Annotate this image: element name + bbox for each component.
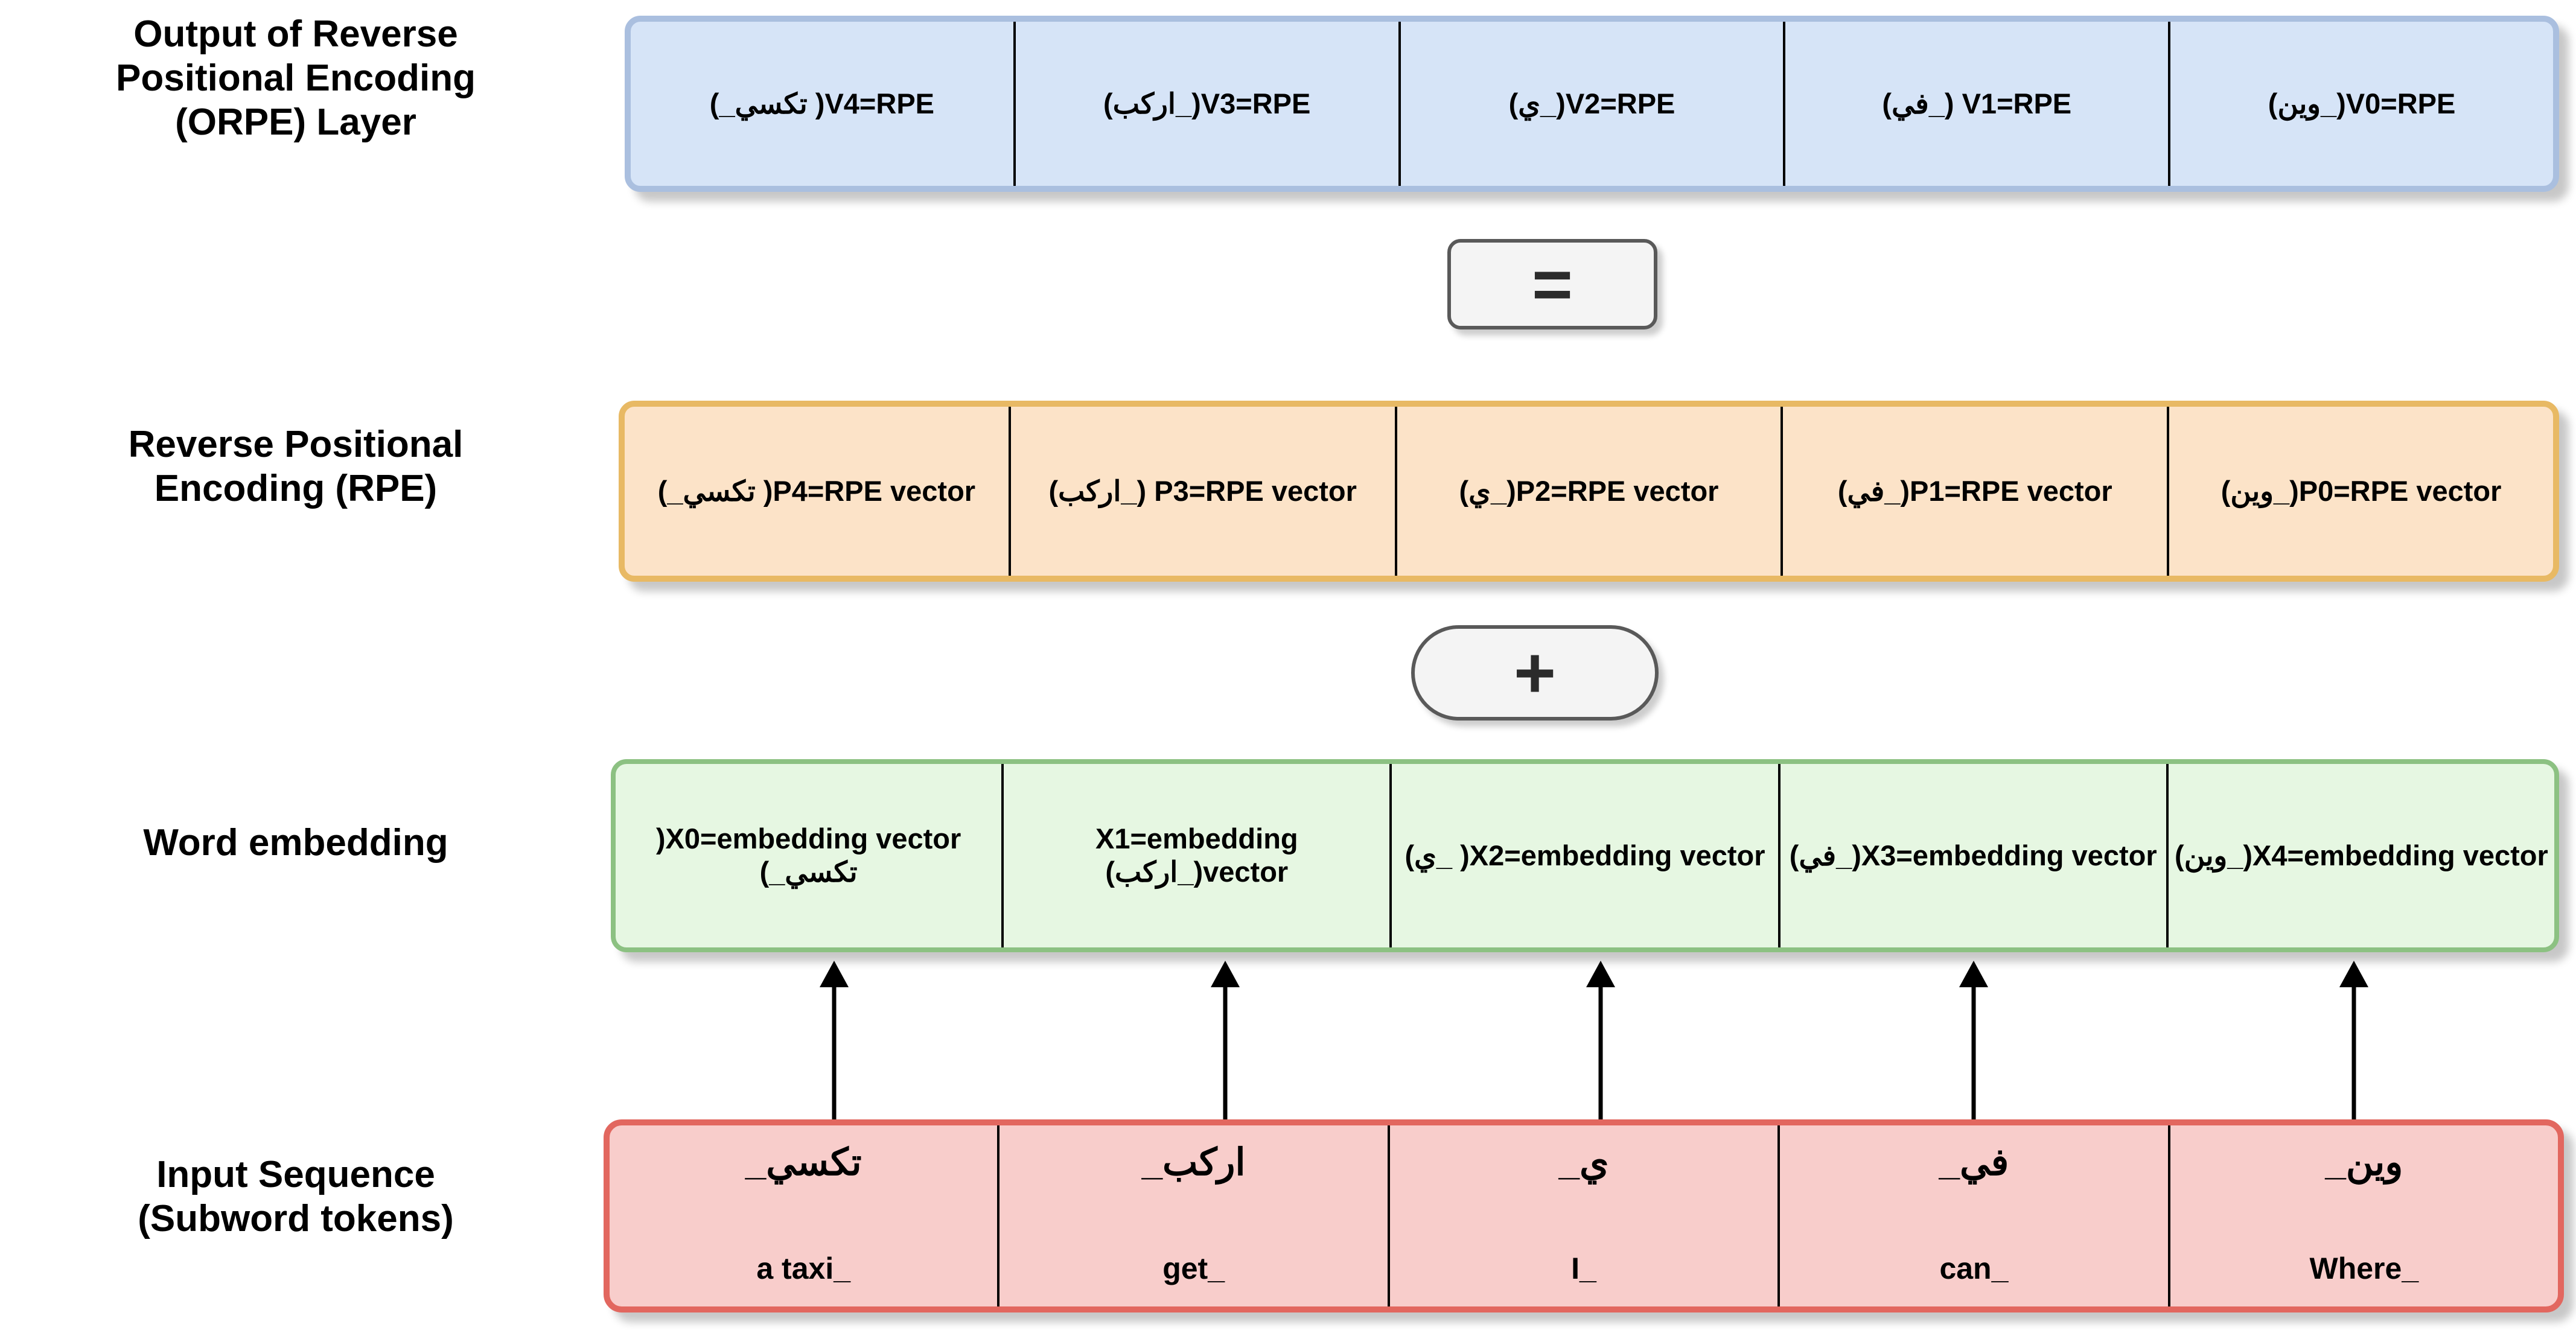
arrow-up-token-4 <box>2339 961 2368 1122</box>
rpe-cell-p0-text: P0=RPE vector(‎_وين‎) <box>2221 474 2502 507</box>
arrow-up-token-3 <box>1959 961 1988 1122</box>
orpe-output-row: V4=RPE( ‎تكسي_‎) V3=RPE(‎_اركب‎) V2=RPE(… <box>625 16 2559 192</box>
orpe-cell-v4-text: V4=RPE( ‎تكسي_‎) <box>709 87 935 119</box>
embedding-cell-x3[interactable]: X3=embedding vector(‎_في‎) <box>1777 764 2166 947</box>
equals-operator-badge: = <box>1447 239 1657 329</box>
word-embedding-row: X0=embedding vector( ‎تكسي_‎) X1=embeddi… <box>611 759 2559 952</box>
arrow-up-token-0 <box>820 961 849 1122</box>
embedding-label-line1: Word embedding <box>143 822 448 864</box>
embedding-cell-x0-text: X0=embedding vector( ‎تكسي_‎) <box>655 822 961 888</box>
input-cell-4[interactable]: وين_ Where_ <box>2167 1125 2558 1306</box>
input-cell-3[interactable]: في_ can_ <box>1777 1125 2167 1306</box>
embedding-cell-x3-text: X3=embedding vector(‎_في‎) <box>1789 839 2157 871</box>
input-cell-0-english: a taxi_ <box>756 1252 851 1285</box>
input-cell-2-arabic: ي_ <box>1558 1142 1609 1183</box>
orpe-cell-v1-text: V1=RPE (‎_في‎) <box>1882 87 2072 119</box>
orpe-label-line3: (ORPE) Layer <box>175 101 416 144</box>
orpe-cell-v3[interactable]: V3=RPE(‎_اركب‎) <box>1013 22 1398 186</box>
input-cell-3-english: can_ <box>1939 1252 2009 1285</box>
input-label-line2: (Subword tokens) <box>138 1198 454 1240</box>
rpe-cell-p3-text: P3=RPE vector (‎_اركب‎) <box>1048 474 1357 507</box>
orpe-label-line1: Output of Reverse <box>133 13 458 55</box>
orpe-cell-v2-text: V2=RPE(‎_ي‎) <box>1508 87 1675 119</box>
rpe-cell-p2[interactable]: P2=RPE vector(‎_ي‎) <box>1394 407 1781 576</box>
rpe-cell-p3[interactable]: P3=RPE vector (‎_اركب‎) <box>1008 407 1395 576</box>
input-cell-1[interactable]: اركب_ get_ <box>997 1125 1387 1306</box>
embedding-cell-x1[interactable]: X1=embedding vector(‎_اركب‎) <box>1001 764 1389 947</box>
embedding-cell-x0[interactable]: X0=embedding vector( ‎تكسي_‎) <box>616 764 1001 947</box>
input-cell-2[interactable]: ي_ I_ <box>1387 1125 1777 1306</box>
orpe-label-line2: Positional Encoding <box>116 57 476 100</box>
rpe-cell-p1[interactable]: P1=RPE vector(‎_في‎) <box>1781 407 2167 576</box>
rpe-cell-p1-text: P1=RPE vector(‎_في‎) <box>1837 474 2112 507</box>
input-cell-1-english: get_ <box>1162 1252 1225 1285</box>
rpe-label-line1: Reverse Positional <box>128 424 464 465</box>
embedding-cell-x2-text: X2=embedding vector( ‎_ي‎) <box>1404 839 1765 871</box>
embedding-cell-x1-text: X1=embedding vector(‎_اركب‎) <box>1095 822 1298 888</box>
rpe-cell-p4-text: P4=RPE vector( ‎تكسي_‎) <box>657 474 976 507</box>
rpe-label-line2: Encoding (RPE) <box>154 468 438 510</box>
orpe-cell-v1[interactable]: V1=RPE (‎_في‎) <box>1783 22 2168 186</box>
embedding-cell-x4[interactable]: X4=embedding vector(‎_وين‎) <box>2166 764 2554 947</box>
embedding-cell-x2[interactable]: X2=embedding vector( ‎_ي‎) <box>1389 764 1777 947</box>
input-cell-2-english: I_ <box>1571 1252 1596 1285</box>
rpe-cell-p2-text: P2=RPE vector(‎_ي‎) <box>1459 474 1719 507</box>
input-cell-0[interactable]: تكسي_ a taxi_ <box>610 1125 997 1306</box>
orpe-cell-v3-text: V3=RPE(‎_اركب‎) <box>1103 87 1311 119</box>
rpe-row: P4=RPE vector( ‎تكسي_‎) P3=RPE vector (‎… <box>619 401 2559 582</box>
plus-operator-badge: + <box>1411 625 1659 721</box>
input-cell-0-arabic: تكسي_ <box>745 1142 862 1183</box>
orpe-cell-v4[interactable]: V4=RPE( ‎تكسي_‎) <box>631 22 1013 186</box>
rpe-cell-p0[interactable]: P0=RPE vector(‎_وين‎) <box>2167 407 2553 576</box>
arrow-up-token-2 <box>1586 961 1615 1122</box>
input-cell-3-arabic: في_ <box>1939 1142 2009 1183</box>
equals-sign: = <box>1532 245 1573 323</box>
rpe-cell-p4[interactable]: P4=RPE vector( ‎تكسي_‎) <box>625 407 1009 576</box>
row-label-word-embedding: Word embedding <box>24 821 567 865</box>
input-label-line1: Input Sequence <box>156 1154 435 1195</box>
input-cell-4-english: Where_ <box>2309 1252 2419 1285</box>
orpe-cell-v0-text: V0=RPE(‎_وين‎) <box>2268 87 2456 119</box>
row-label-input-sequence: Input Sequence (Subword tokens) <box>24 1153 567 1241</box>
row-label-rpe: Reverse Positional Encoding (RPE) <box>24 422 567 511</box>
arrow-up-token-1 <box>1211 961 1240 1122</box>
input-cell-1-arabic: اركب_ <box>1141 1142 1246 1183</box>
orpe-cell-v0[interactable]: V0=RPE(‎_وين‎) <box>2168 22 2553 186</box>
embedding-cell-x4-text: X4=embedding vector(‎_وين‎) <box>2175 839 2548 871</box>
input-sequence-row: تكسي_ a taxi_ اركب_ get_ ي_ I_ في_ can_ … <box>604 1119 2564 1312</box>
row-label-orpe: Output of Reverse Positional Encoding (O… <box>24 12 567 144</box>
plus-sign: + <box>1513 632 1557 713</box>
input-cell-4-arabic: وين_ <box>2325 1142 2403 1183</box>
orpe-cell-v2[interactable]: V2=RPE(‎_ي‎) <box>1398 22 1784 186</box>
